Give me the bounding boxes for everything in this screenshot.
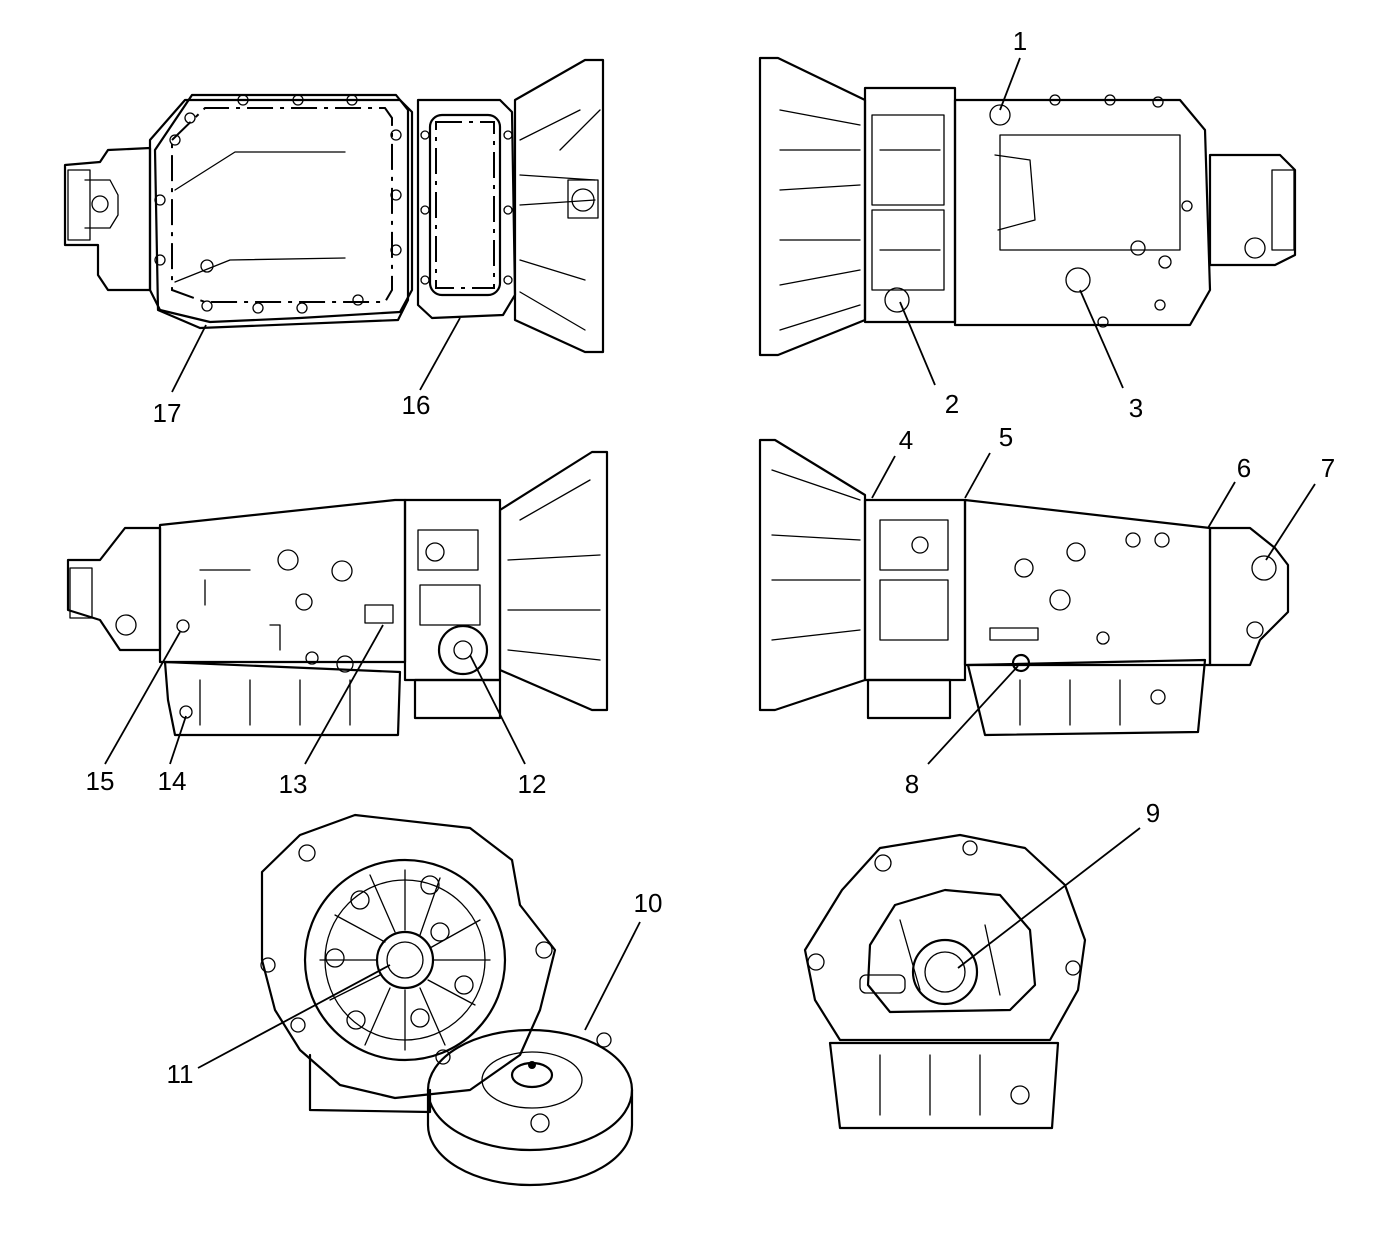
leader-line-14 [169,715,187,765]
callout-3: 3 [1129,393,1143,423]
callout-2: 2 [945,389,959,419]
callout-13: 13 [279,769,308,799]
callout-5: 5 [999,422,1013,452]
leader-line-12 [469,654,526,765]
callout-8: 8 [905,769,919,799]
callout-12: 12 [518,769,547,799]
callout-1: 1 [1013,26,1027,56]
transmission-left-side-view-icon [66,450,609,737]
callout-14: 14 [158,766,187,796]
leader-line-8 [927,665,1019,765]
callout-15: 15 [86,766,115,796]
leader-line-15 [104,631,181,765]
callout-9: 9 [1146,798,1160,828]
leader-line-1 [999,57,1021,111]
leader-line-6 [1207,481,1236,529]
callout-16: 16 [402,390,431,420]
leader-line-10 [584,921,641,1031]
callout-17: 17 [153,398,182,428]
transmission-top-view-icon [758,56,1297,357]
leader-line-13 [304,624,384,765]
leader-line-3 [1079,289,1124,389]
callout-7: 7 [1321,453,1335,483]
callout-4: 4 [899,425,913,455]
transmission-front-converter-icon [260,813,634,1187]
callout-10: 10 [634,888,663,918]
leader-line-7 [1265,483,1316,561]
leader-line-4 [871,455,896,499]
callout-6: 6 [1237,453,1251,483]
leader-line-2 [899,301,936,386]
transmission-bottom-view-icon [63,58,605,354]
leader-line-9 [957,827,1141,969]
leader-line-11 [197,964,391,1069]
leader-line-16 [419,317,461,391]
callout-11: 11 [167,1059,194,1089]
transmission-right-side-view-icon [758,438,1290,737]
transmission-front-view-icon [803,833,1087,1130]
leader-line-5 [964,452,991,499]
leader-line-17 [171,324,207,393]
